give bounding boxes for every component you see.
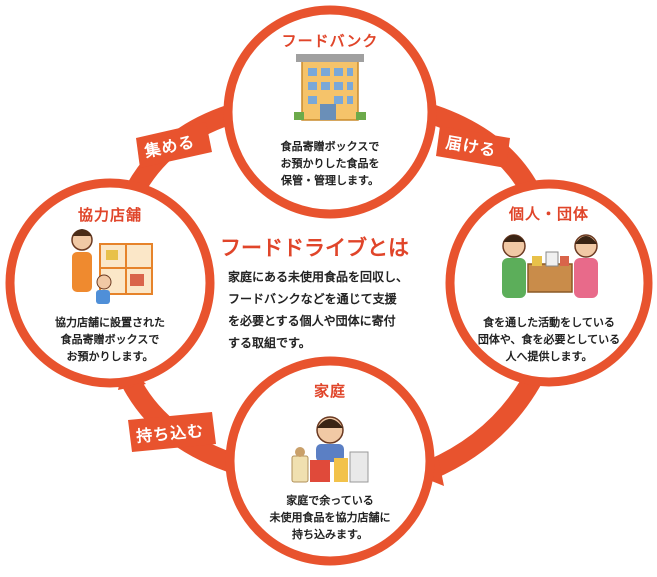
node-household: 家庭 bbox=[232, 380, 428, 401]
node-individuals-desc: 食を通した活動をしている 団体や、食を必要としている 人へ提供します。 bbox=[451, 314, 647, 365]
step-plates bbox=[128, 122, 510, 452]
store-illustration bbox=[71, 229, 153, 304]
plate-deliver bbox=[436, 126, 510, 168]
individuals-desc-line: 人へ提供します。 bbox=[505, 350, 593, 363]
individuals-desc-line: 団体や、食を必要としている bbox=[477, 333, 621, 346]
foodbank-desc-line: 保管・管理します。 bbox=[281, 174, 379, 187]
center-description: 家庭にある未使用食品を回収し、 フードバンクなどを通じて支援 を必要とする個人や… bbox=[228, 266, 438, 354]
store-desc-line: お預かりします。 bbox=[66, 350, 154, 363]
household-desc-line: 持ち込みます。 bbox=[292, 528, 368, 541]
foodbank-desc-line: お預かりした食品を bbox=[280, 157, 380, 170]
household-title: 家庭 bbox=[313, 382, 346, 400]
node-store: 協力店舗 bbox=[12, 204, 208, 225]
arrow-to-household bbox=[425, 370, 544, 480]
node-household-desc: 家庭で余っている 未使用食品を協力店舗に 持ち込みます。 bbox=[232, 492, 428, 543]
individuals-title: 個人・団体 bbox=[508, 205, 589, 223]
center-desc-line: を必要とする個人や団体に寄付 bbox=[228, 314, 396, 328]
household-desc-line: 家庭で余っている bbox=[286, 494, 374, 507]
center-desc-line: 家庭にある未使用食品を回収し、 bbox=[228, 270, 409, 284]
plate-collect bbox=[136, 122, 212, 168]
individuals-desc-line: 食を通した活動をしている bbox=[483, 316, 615, 329]
store-desc-line: 食品寄贈ボックスで bbox=[60, 333, 160, 346]
store-desc-line: 協力店舗に設置された bbox=[55, 316, 165, 329]
node-foodbank: フードバンク bbox=[232, 30, 428, 51]
foodbank-desc-line: 食品寄贈ボックスで bbox=[280, 140, 380, 153]
foodbank-title: フードバンク bbox=[281, 32, 379, 50]
node-foodbank-desc: 食品寄贈ボックスで お預かりした食品を 保管・管理します。 bbox=[232, 138, 428, 189]
center-desc-line: フードバンクなどを通じて支援 bbox=[228, 292, 397, 306]
node-individuals: 個人・団体 bbox=[451, 203, 647, 224]
node-store-desc: 協力店舗に設置された 食品寄贈ボックスで お預かりします。 bbox=[12, 314, 208, 365]
building-illustration bbox=[294, 54, 366, 121]
center-desc-line: する取組です。 bbox=[228, 336, 311, 350]
household-illustration bbox=[291, 416, 369, 483]
people-illustration bbox=[502, 234, 598, 298]
center-title: フードドライブとは bbox=[220, 236, 409, 260]
store-title: 協力店舗 bbox=[77, 206, 142, 224]
household-desc-line: 未使用食品を協力店舗に bbox=[269, 511, 391, 524]
plate-bring bbox=[128, 412, 216, 452]
